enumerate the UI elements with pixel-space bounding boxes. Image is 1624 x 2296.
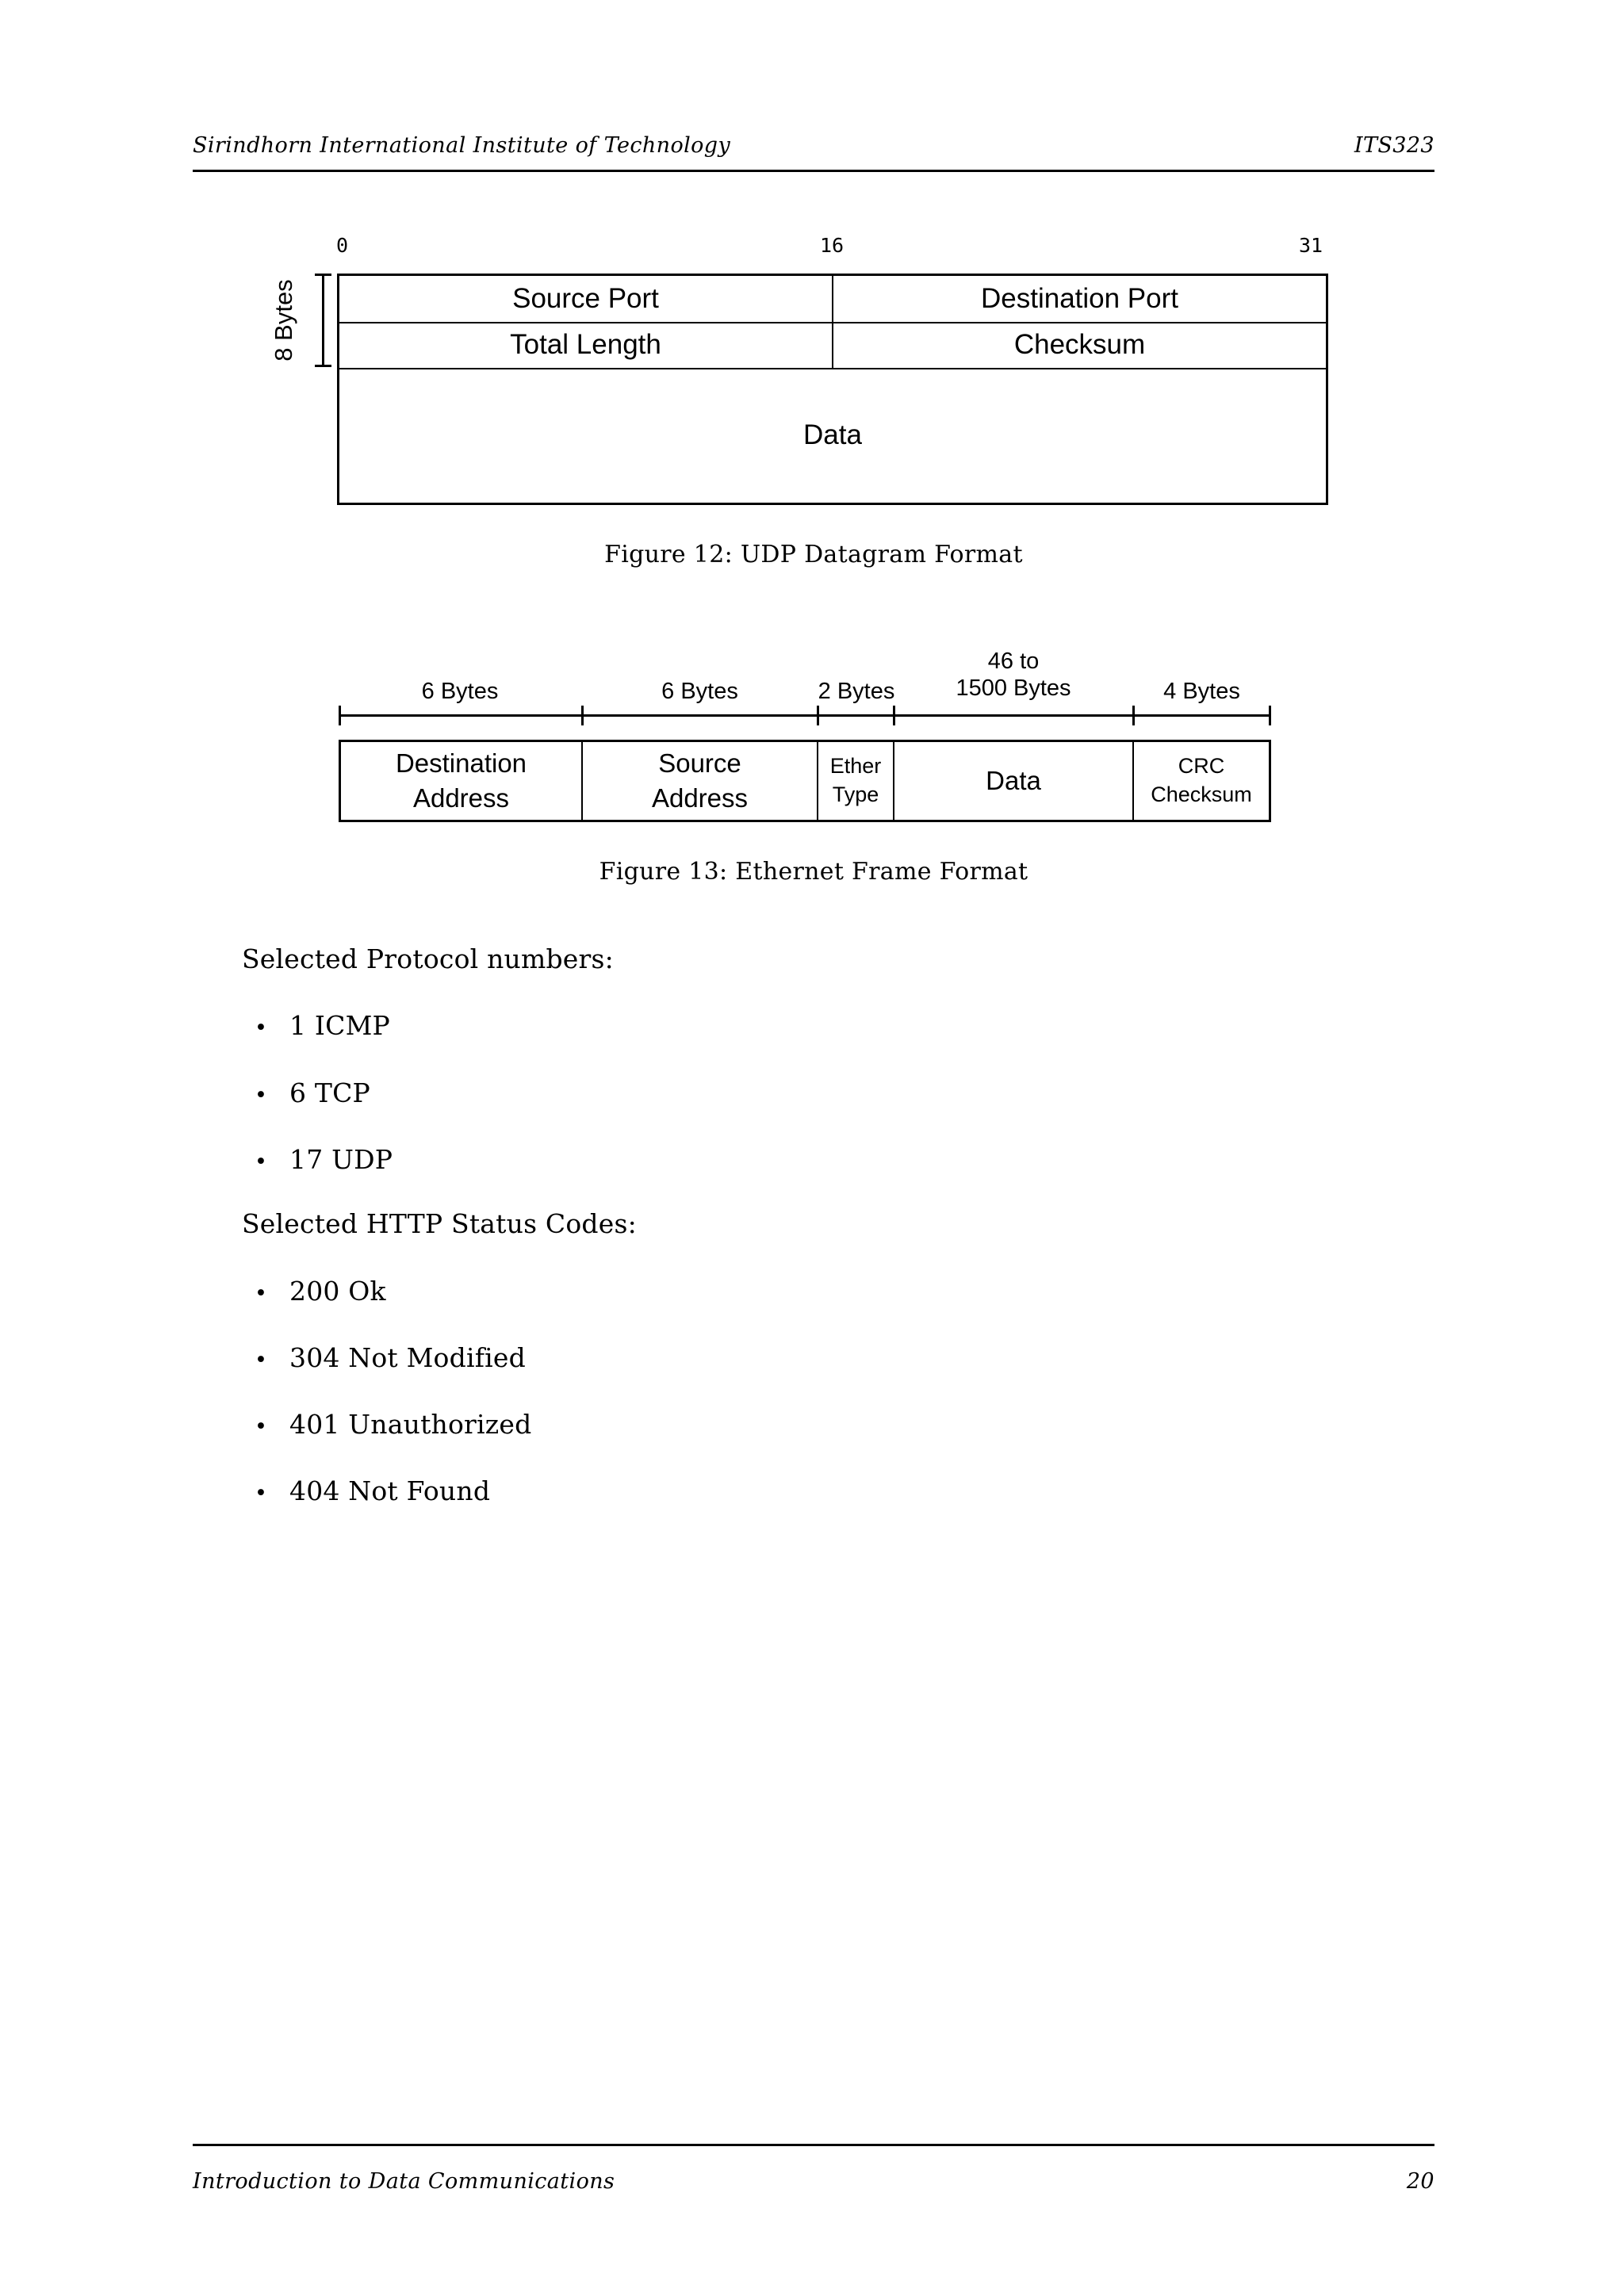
- bullet-icon: •: [255, 1414, 268, 1439]
- udp-field-total-length: Total Length: [510, 329, 661, 360]
- list-item: • 401 Unauthorized: [255, 1409, 531, 1440]
- eth-divider-3: [893, 742, 894, 820]
- eth-field-line1: Source: [658, 748, 741, 779]
- eth-divider-2: [817, 742, 818, 820]
- eth-field-line2: Type: [832, 783, 879, 806]
- eth-field-line2: Address: [651, 783, 749, 813]
- eth-field-source-address: Source Address: [583, 742, 817, 820]
- bullet-icon: •: [255, 1016, 268, 1040]
- list-item-label: 17 UDP: [289, 1144, 393, 1175]
- eth-tick-4: [1132, 706, 1135, 725]
- eth-tick-2: [817, 706, 819, 725]
- udp-field-destination-port: Destination Port: [980, 283, 1179, 314]
- eth-size-text: 6 Bytes: [661, 679, 738, 704]
- eth-tick-start: [339, 706, 341, 725]
- list-item-label: 1 ICMP: [289, 1010, 390, 1041]
- figure-13-caption: Figure 13: Ethernet Frame Format: [599, 858, 1028, 886]
- eth-size-text-line2: 1500 Bytes: [956, 675, 1071, 702]
- list-item-label: 304 Not Modified: [289, 1342, 526, 1373]
- udp-field-data: Data: [803, 419, 862, 450]
- udp-header-box: Source Port Destination Port Total Lengt…: [337, 274, 1328, 505]
- bullet-icon: •: [255, 1348, 268, 1372]
- list-item: • 6 TCP: [255, 1077, 370, 1108]
- list-item: • 200 Ok: [255, 1276, 386, 1307]
- list-item: • 404 Not Found: [255, 1475, 490, 1506]
- eth-field-crc-checksum: CRC Checksum: [1134, 742, 1269, 820]
- eth-field-destination-address: Destination Address: [341, 742, 581, 820]
- bullet-icon: •: [255, 1083, 268, 1108]
- protocol-numbers-heading: Selected Protocol numbers:: [242, 943, 614, 974]
- eth-size-text: 6 Bytes: [421, 679, 499, 704]
- list-item-label: 401 Unauthorized: [289, 1409, 532, 1440]
- figure-12-caption: Figure 12: UDP Datagram Format: [604, 541, 1023, 568]
- eth-tick-1: [581, 706, 584, 725]
- udp-field-checksum: Checksum: [1013, 329, 1146, 360]
- footer-rule: [193, 2144, 1434, 2146]
- eth-field-line1: CRC: [1178, 754, 1225, 779]
- eight-bytes-dimension-bar: [315, 274, 331, 367]
- page-number: 20: [1406, 2169, 1434, 2194]
- list-item-label: 200 Ok: [289, 1276, 386, 1307]
- eth-field-line2: Address: [412, 783, 510, 813]
- bit-label-31: 31: [1299, 234, 1323, 257]
- eth-field-line1: Ether: [829, 754, 882, 779]
- bullet-icon: •: [255, 1150, 268, 1174]
- eth-size-label-crc: 4 Bytes: [1132, 678, 1271, 705]
- eth-size-text: 4 Bytes: [1163, 679, 1240, 704]
- eth-size-label-ethertype: 2 Bytes: [795, 678, 918, 705]
- list-item: • 304 Not Modified: [255, 1342, 526, 1373]
- list-item: • 1 ICMP: [255, 1010, 390, 1041]
- list-item-label: 6 TCP: [289, 1077, 370, 1108]
- eth-size-text-line1: 46 to: [987, 649, 1040, 674]
- eth-size-label-data: 46 to 1500 Bytes: [894, 648, 1132, 702]
- eth-tick-end: [1269, 706, 1271, 725]
- bit-label-16: 16: [820, 234, 845, 257]
- footer-title: Introduction to Data Communications: [193, 2169, 615, 2194]
- header-course-code: ITS323: [1354, 133, 1434, 158]
- eth-field-line2: Checksum: [1151, 783, 1252, 806]
- eth-size-label-source: 6 Bytes: [581, 678, 818, 705]
- bullet-icon: •: [255, 1481, 268, 1506]
- eth-field-line1: Data: [986, 766, 1041, 796]
- eth-divider-4: [1132, 742, 1134, 820]
- header-rule: [193, 170, 1434, 172]
- bit-label-0: 0: [336, 234, 349, 257]
- eth-size-text: 2 Bytes: [818, 679, 895, 704]
- running-header: Sirindhorn International Institute of Te…: [193, 133, 1434, 158]
- ethernet-frame-figure: 6 Bytes 6 Bytes 2 Bytes 46 to 1500 Bytes…: [0, 0, 1624, 951]
- udp-datagram-figure: 0 16 31 8 Bytes Source Port Destination …: [0, 0, 1624, 568]
- eth-field-ether-type: Ether Type: [818, 742, 893, 820]
- eth-field-data: Data: [894, 742, 1132, 820]
- udp-field-source-port: Source Port: [512, 283, 659, 314]
- eth-size-label-destination: 6 Bytes: [339, 678, 581, 705]
- eth-field-line1: Destination: [395, 748, 527, 779]
- eth-tick-3: [893, 706, 895, 725]
- list-item-label: 404 Not Found: [289, 1475, 491, 1506]
- eth-divider-1: [581, 742, 583, 820]
- running-footer: Introduction to Data Communications 20: [193, 2169, 1434, 2194]
- http-status-heading: Selected HTTP Status Codes:: [242, 1208, 637, 1239]
- list-item: • 17 UDP: [255, 1144, 393, 1175]
- udp-column-divider: [832, 276, 833, 369]
- ethernet-dimension-rule: [339, 714, 1271, 717]
- ethernet-frame-box: Destination Address Source Address Ether…: [339, 740, 1271, 822]
- bullet-icon: •: [255, 1281, 268, 1306]
- header-institution: Sirindhorn International Institute of Te…: [193, 133, 731, 158]
